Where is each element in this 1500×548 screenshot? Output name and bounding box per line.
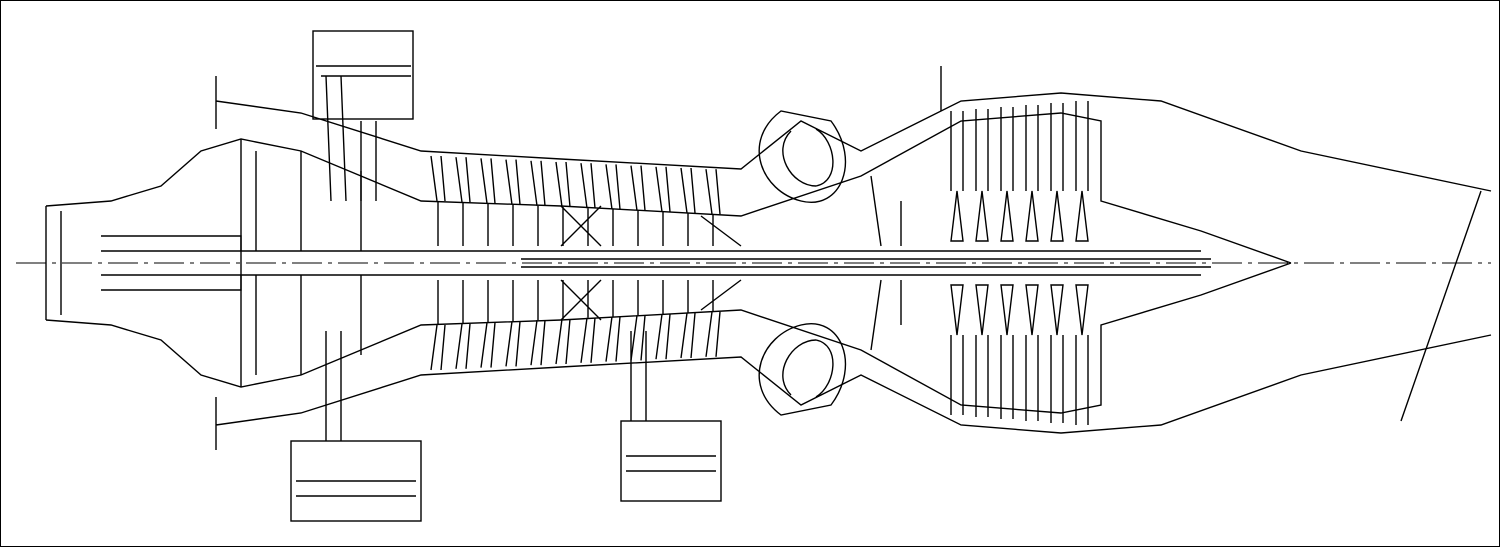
compressor-blade — [455, 323, 471, 369]
turbine-blade — [1050, 335, 1064, 423]
compressor-blade — [655, 166, 671, 212]
compressor-blade — [605, 316, 621, 362]
turbine-blade — [1075, 101, 1089, 191]
turbine-disk — [1050, 190, 1064, 242]
shafts — [45, 206, 1211, 263]
accessory-shafts — [626, 331, 716, 472]
gear-housing — [240, 139, 362, 251]
lower-half — [45, 262, 1492, 450]
turbine-disk — [1075, 284, 1089, 336]
inner-casing — [45, 262, 1292, 414]
turbine-disk — [975, 190, 989, 242]
outer-casing — [215, 76, 1492, 192]
struts — [560, 175, 902, 247]
turbine-blade — [1025, 105, 1039, 191]
compressor-blade — [655, 314, 671, 360]
compressor-blade — [630, 165, 646, 211]
turbine-disk — [1075, 190, 1089, 242]
compressor-blade — [630, 315, 646, 361]
accessory-gearboxes — [290, 30, 1482, 522]
turbine-blade — [975, 335, 989, 417]
compressor-blade — [505, 321, 521, 367]
combustor — [758, 110, 847, 203]
compressor-blade — [430, 324, 446, 371]
bottom-gearbox-shafts — [296, 331, 416, 497]
turbine-disk — [1025, 284, 1039, 336]
turbine-blade — [950, 111, 964, 191]
turbine-blade — [1000, 335, 1014, 419]
compressor-blade — [605, 164, 621, 210]
compressor-blade — [480, 322, 496, 368]
compressor-blade — [555, 161, 571, 208]
compressor-blade — [680, 167, 696, 214]
turbine-disk — [950, 190, 964, 242]
details — [940, 66, 1482, 422]
turbine-disk — [1000, 284, 1014, 336]
turbine-blade — [1075, 335, 1089, 425]
compressor-blade — [680, 312, 696, 359]
struts — [560, 279, 902, 351]
turbine-blade — [975, 109, 989, 191]
shafts — [45, 263, 1211, 320]
compressor-blade — [505, 159, 521, 205]
compressor-blade — [430, 155, 446, 202]
upper-half — [45, 76, 1492, 264]
compressor-blade — [480, 158, 496, 204]
turbine-blade — [950, 335, 964, 415]
top-gearbox-shafts — [316, 65, 411, 202]
bottom-gearbox — [290, 440, 422, 522]
turbine-disk — [950, 284, 964, 336]
accessory-unit — [620, 420, 722, 502]
compressor-blade — [455, 157, 471, 203]
compressor-blade — [705, 311, 721, 357]
turbine-blade — [1000, 107, 1014, 191]
compressor-blade — [580, 163, 596, 209]
turbine-disk — [975, 284, 989, 336]
turbine-disk — [1025, 190, 1039, 242]
gear-housing — [240, 275, 362, 387]
top-gearbox — [312, 30, 414, 120]
turbine-blade — [1050, 103, 1064, 191]
compressor-blade — [705, 169, 721, 215]
compressor-blade — [530, 160, 546, 206]
compressor-blade — [530, 320, 546, 366]
outer-casing — [215, 334, 1492, 450]
turbine-blade — [1025, 335, 1039, 421]
compressor-blade — [555, 318, 571, 365]
turbine-disk — [1000, 190, 1014, 242]
combustor — [758, 323, 847, 416]
inner-casing — [45, 112, 1292, 264]
compressor-blade — [580, 317, 596, 363]
turbine-disk — [1050, 284, 1064, 336]
